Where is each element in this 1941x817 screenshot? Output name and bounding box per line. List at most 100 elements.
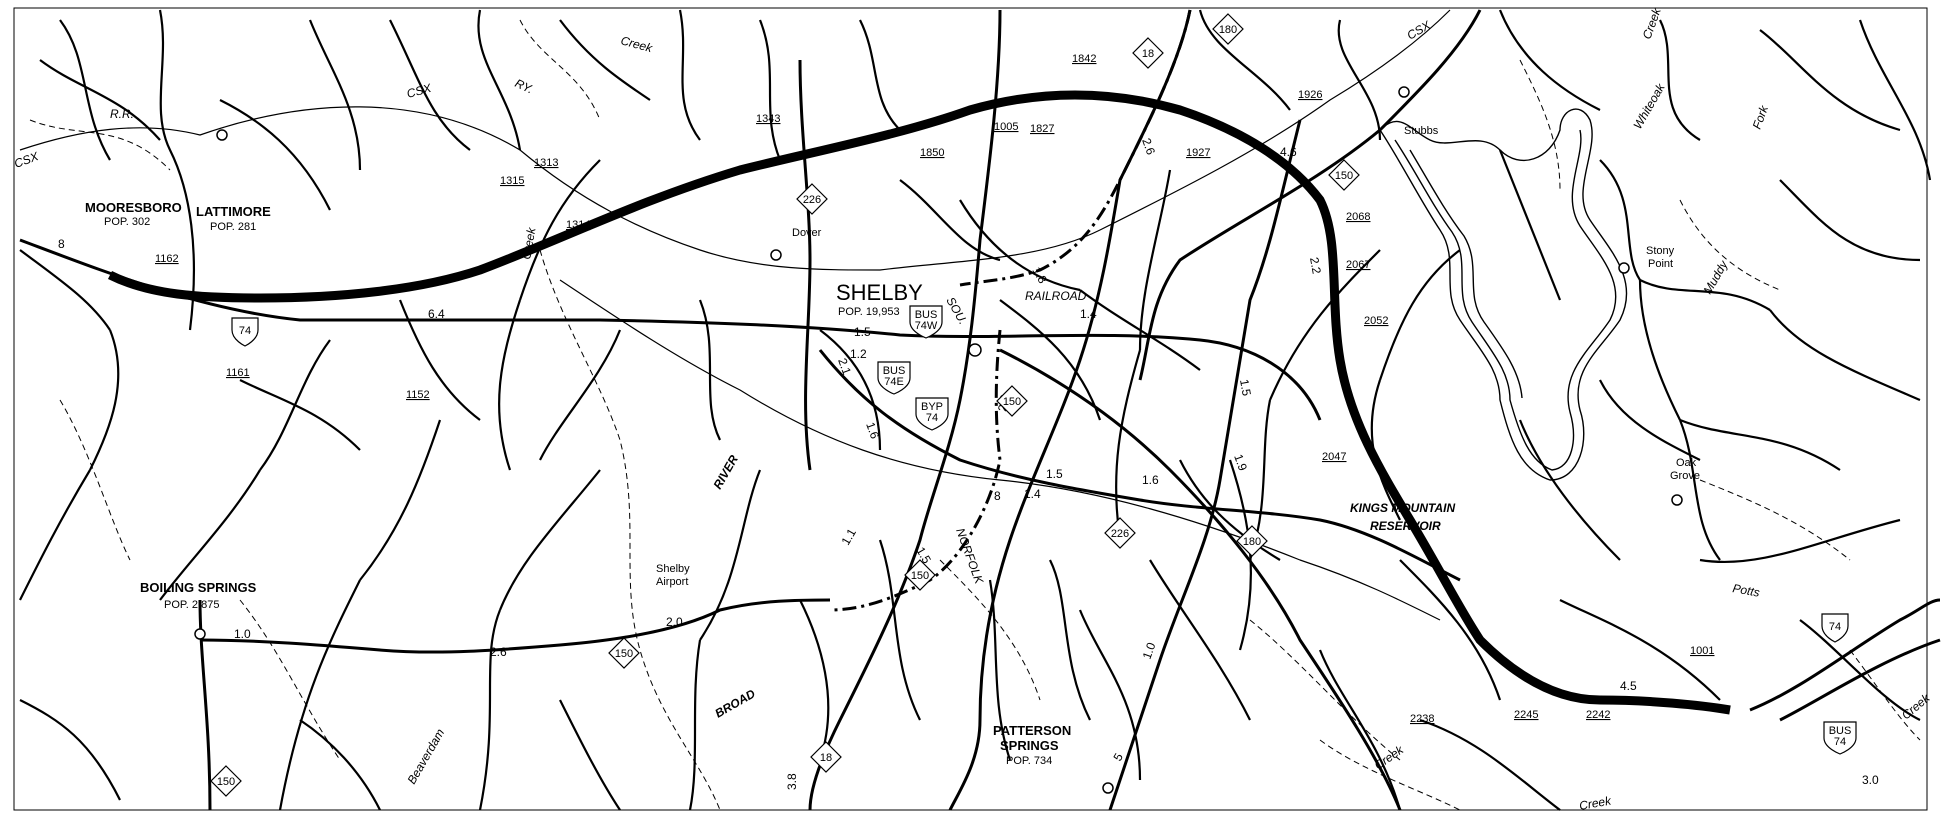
pop-shelby: POP. 19,953 bbox=[838, 306, 900, 318]
mileage: 5 bbox=[1110, 750, 1126, 763]
label-csx-north: CSX bbox=[405, 81, 433, 101]
route-label: 2047 bbox=[1322, 451, 1346, 463]
label-grove: Grove bbox=[1670, 470, 1700, 482]
label-railroad: RAILROAD bbox=[1025, 289, 1087, 303]
svg-text:150: 150 bbox=[1003, 396, 1021, 408]
railroads bbox=[19, 9, 1451, 621]
us74-bypass bbox=[107, 90, 1731, 715]
mileage: 4.6 bbox=[1280, 145, 1297, 159]
label-shelby-airport-1: Shelby bbox=[656, 563, 690, 575]
nc18-shield-south: 18 bbox=[810, 741, 842, 773]
us74-shield: 74 bbox=[231, 317, 259, 347]
label-point: Point bbox=[1648, 258, 1673, 270]
nc150-shield-center: 150 bbox=[996, 385, 1028, 417]
label-csx-east: CSX bbox=[1405, 18, 1434, 43]
mileage: 1.4 bbox=[1080, 307, 1097, 321]
mileage: 2.6 bbox=[490, 645, 507, 659]
pop-patterson-springs: POP. 734 bbox=[1006, 755, 1052, 767]
pop-lattimore: POP. 281 bbox=[210, 221, 256, 233]
route-label: 1313 bbox=[534, 157, 558, 169]
label-shelby: SHELBY bbox=[836, 280, 923, 305]
mileage: 2.0 bbox=[666, 615, 683, 629]
svg-text:BYP: BYP bbox=[921, 401, 943, 413]
label-norfolk: NORFOLK bbox=[953, 526, 986, 586]
mileage: 1.5 bbox=[1046, 467, 1063, 481]
mileage: 1.2 bbox=[850, 347, 867, 361]
mileage: 1.6 bbox=[863, 420, 882, 441]
mileage: 4.5 bbox=[1620, 679, 1637, 693]
route-label: 1162 bbox=[155, 253, 179, 265]
nc226-shield-south: 226 bbox=[1104, 517, 1136, 549]
label-fork: Fork bbox=[1750, 103, 1772, 131]
svg-text:150: 150 bbox=[217, 776, 235, 788]
nc150-shield-south: 150 bbox=[904, 559, 936, 591]
route-label: 2242 bbox=[1586, 709, 1610, 721]
mileage: 2.2 bbox=[1307, 256, 1324, 275]
streams bbox=[29, 19, 1921, 811]
svg-text:74: 74 bbox=[239, 325, 251, 337]
svg-text:BUS: BUS bbox=[1829, 725, 1852, 737]
route-label: 2245 bbox=[1514, 709, 1538, 721]
svg-text:150: 150 bbox=[615, 648, 633, 660]
label-broad: BROAD bbox=[713, 686, 758, 720]
svg-text:150: 150 bbox=[911, 570, 929, 582]
nc150-shield-airport: 150 bbox=[608, 637, 640, 669]
label-patterson: PATTERSON bbox=[993, 723, 1071, 738]
label-stubbs: Stubbs bbox=[1404, 125, 1439, 137]
water-labels: KINGS MOUNTAIN RESERVOIR RIVER BROAD Cre… bbox=[404, 5, 1933, 813]
label-csx-west: CSX bbox=[12, 149, 41, 171]
mileage: 8 bbox=[58, 237, 65, 251]
label-springs: SPRINGS bbox=[1000, 738, 1059, 753]
label-river: RIVER bbox=[710, 452, 741, 491]
mileage: 1.1 bbox=[838, 526, 859, 548]
mileage: 1.9 bbox=[1231, 452, 1250, 473]
mileage: 3.0 bbox=[1862, 773, 1879, 787]
label-rr: R.R. bbox=[110, 107, 134, 121]
primary-roads bbox=[19, 9, 1941, 811]
svg-text:BUS: BUS bbox=[915, 309, 938, 321]
route-label: 1315 bbox=[500, 175, 524, 187]
route-label: 1827 bbox=[1030, 123, 1054, 135]
svg-text:18: 18 bbox=[820, 752, 832, 764]
svg-text:74: 74 bbox=[1829, 621, 1841, 633]
label-muddy: Muddy bbox=[1700, 257, 1731, 296]
label-creek-southeast: Creek bbox=[1578, 793, 1613, 813]
label-potts: Potts bbox=[1731, 581, 1760, 600]
mileage: 2.1 bbox=[835, 356, 854, 377]
route-label: 2068 bbox=[1346, 211, 1370, 223]
nc150-shield-north: 150 bbox=[1328, 159, 1360, 191]
nc180-shield-south: 180 bbox=[1236, 525, 1268, 557]
route-numbers: 1162 1161 1152 1315 1313 1314 1343 1850 … bbox=[155, 53, 1714, 725]
town-markers bbox=[194, 86, 1683, 794]
svg-text:74: 74 bbox=[926, 412, 938, 424]
route-label: 2052 bbox=[1364, 315, 1388, 327]
mileage: 1.5 bbox=[854, 325, 871, 339]
mileage: 3.8 bbox=[785, 773, 799, 790]
svg-text:74: 74 bbox=[1834, 736, 1846, 748]
nc18-corridor bbox=[829, 9, 1192, 612]
nc18-shield-north: 18 bbox=[1132, 37, 1164, 69]
route-shields: 74 226 BUS 74W BUS 74E BYP 74 150 bbox=[210, 13, 1857, 797]
nc180-shield-north: 180 bbox=[1212, 13, 1244, 45]
mileage: 1.4 bbox=[1024, 487, 1041, 501]
route-label: 2067 bbox=[1346, 259, 1370, 271]
label-lattimore: LATTIMORE bbox=[196, 204, 271, 219]
pop-boiling-springs: POP. 2,875 bbox=[164, 599, 219, 611]
bus74w-shield: BUS 74W bbox=[909, 305, 943, 339]
place-labels: MOORESBORO POP. 302 LATTIMORE POP. 281 S… bbox=[85, 125, 1700, 767]
svg-text:18: 18 bbox=[1142, 48, 1154, 60]
route-label: 1343 bbox=[756, 113, 780, 125]
mileage: 1.5 bbox=[1237, 378, 1254, 397]
mileage: 1.6 bbox=[1142, 473, 1159, 487]
label-beaverdam: Beaverdam bbox=[404, 726, 447, 786]
bus74e-shield: BUS 74E bbox=[877, 361, 911, 395]
kings-mountain-reservoir bbox=[1379, 108, 1628, 481]
nc226-shield: 226 bbox=[796, 183, 828, 215]
route-label: 1001 bbox=[1690, 645, 1714, 657]
label-shelby-airport-2: Airport bbox=[656, 576, 688, 588]
label-ry: RY. bbox=[513, 76, 536, 96]
route-label: 1314 bbox=[566, 219, 590, 231]
svg-text:74W: 74W bbox=[915, 320, 938, 332]
svg-text:180: 180 bbox=[1219, 24, 1237, 36]
